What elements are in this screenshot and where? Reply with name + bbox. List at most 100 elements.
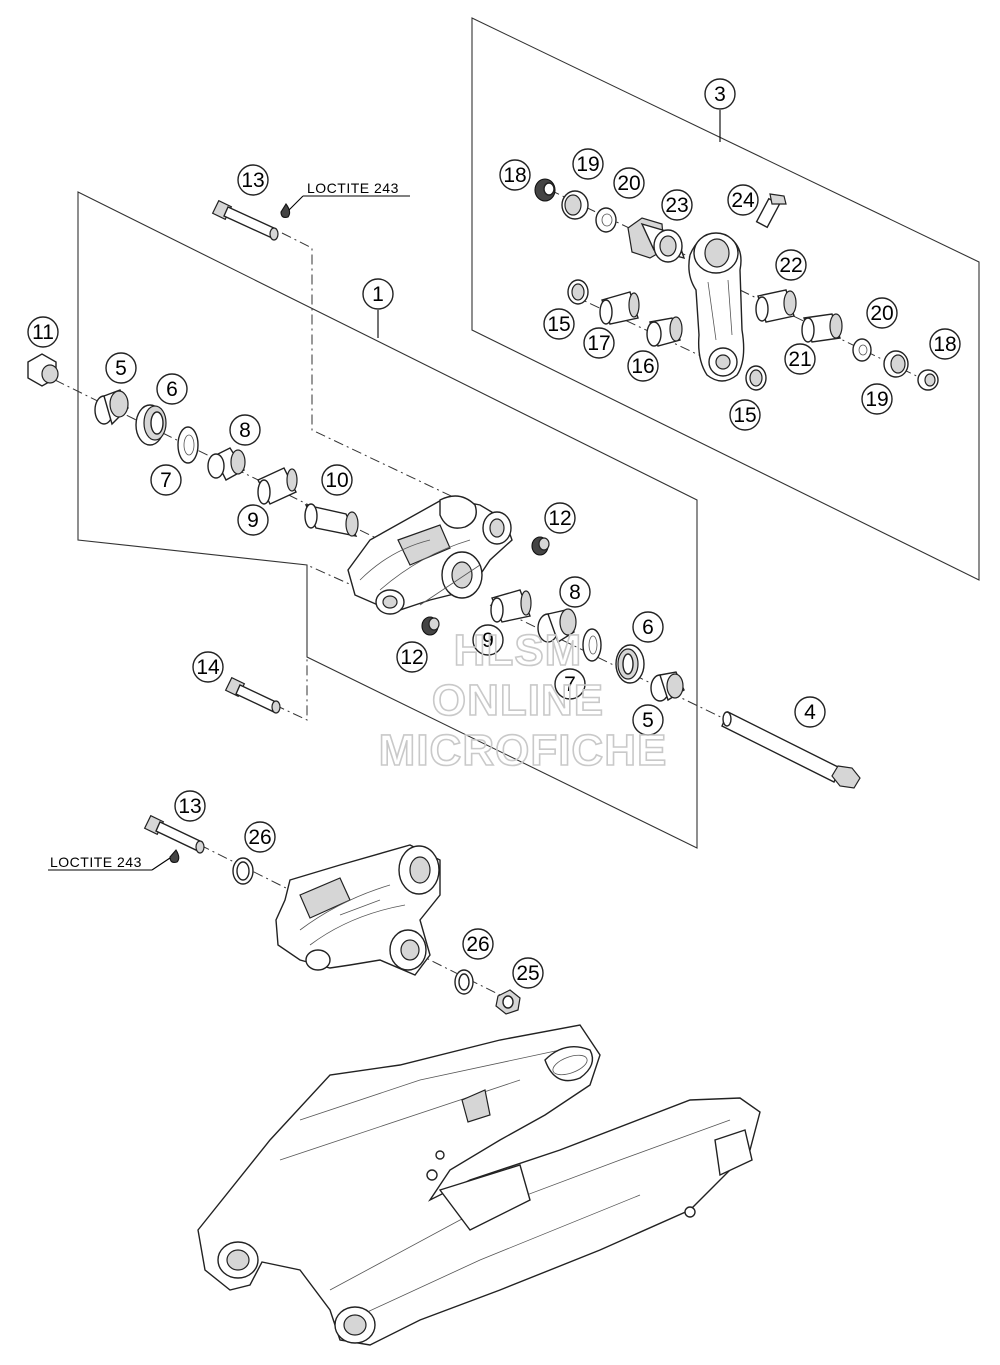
callout-26-right: 26 <box>462 928 494 960</box>
loctite-bottom-leader <box>151 857 171 871</box>
seal-15-upper <box>567 279 589 305</box>
callout-label: 1 <box>372 283 384 306</box>
callout-10: 10 <box>321 464 353 496</box>
callout-21: 21 <box>784 343 816 375</box>
bolt-4 <box>721 711 861 789</box>
callout-label: 26 <box>248 826 271 849</box>
seal-15-lower <box>745 365 767 391</box>
callout-label: 16 <box>631 355 654 378</box>
callout-3: 3 <box>704 78 736 110</box>
callout-label: 10 <box>325 469 348 492</box>
callout-label: 11 <box>32 321 54 344</box>
callout-12-upper: 12 <box>544 502 576 534</box>
callout-4: 4 <box>794 696 826 728</box>
callout-18-left: 18 <box>499 159 531 191</box>
sleeve-10 <box>304 503 359 537</box>
callout-label: 5 <box>642 709 654 732</box>
o-ring-26-right <box>454 969 474 995</box>
callout-label: 21 <box>788 348 811 371</box>
callout-label: 8 <box>239 419 251 442</box>
loctite-drop-bottom <box>169 849 180 863</box>
callout-label: 15 <box>547 313 570 336</box>
callout-label: 7 <box>564 673 576 696</box>
callout-18-right: 18 <box>929 328 961 360</box>
assembled-linkage <box>275 844 441 976</box>
callout-label: 24 <box>731 189 755 212</box>
callout-label: 7 <box>160 469 172 492</box>
callout-label: 13 <box>178 795 201 818</box>
sleeve-21 <box>801 313 843 343</box>
callout-13-bottom: 13 <box>174 790 206 822</box>
callout-label: 18 <box>503 164 526 187</box>
grease-nipple-24 <box>755 193 787 229</box>
callout-11: 11 <box>27 316 59 348</box>
axis-line-rod-bottom <box>571 294 721 366</box>
callout-label: 12 <box>400 646 423 669</box>
seal-6-left <box>135 404 167 446</box>
callout-20-right: 20 <box>866 297 898 329</box>
callout-7-right: 7 <box>554 668 586 700</box>
callout-17: 17 <box>583 327 615 359</box>
cap-12-lower <box>421 616 440 636</box>
callout-label: 17 <box>587 332 610 355</box>
callout-label: 9 <box>247 509 259 532</box>
nut-25 <box>495 989 521 1015</box>
nut-18-right <box>917 369 939 391</box>
callout-label: 6 <box>166 378 178 401</box>
callout-23: 23 <box>661 189 693 221</box>
callout-15-lower: 15 <box>729 399 761 431</box>
callout-20-left: 20 <box>613 167 645 199</box>
bearing-8-right <box>537 608 577 644</box>
o-ring-26-left <box>232 857 254 885</box>
callout-19-right: 19 <box>861 383 893 415</box>
callout-label: 4 <box>804 701 816 724</box>
callout-8-left: 8 <box>229 414 261 446</box>
bolt-14 <box>224 676 281 714</box>
callout-15-upper: 15 <box>543 308 575 340</box>
callout-24: 24 <box>727 184 759 216</box>
callout-label: 15 <box>733 404 756 427</box>
watermark-line-1: HLSM <box>454 626 583 675</box>
cap-12-upper <box>531 536 550 556</box>
seal-19-left <box>561 190 589 220</box>
washer-20-left <box>595 207 617 233</box>
loctite-note-top: LOCTITE 243 <box>307 180 399 196</box>
sleeve-9-right <box>490 589 532 623</box>
sleeve-9-left <box>257 467 298 505</box>
loctite-drop-top <box>280 203 291 218</box>
callout-label: 19 <box>576 153 599 176</box>
callout-label: 19 <box>865 388 888 411</box>
callout-25: 25 <box>512 957 544 989</box>
callout-6-left: 6 <box>156 373 188 405</box>
callout-label: 20 <box>870 302 893 325</box>
washer-7-left <box>177 426 199 464</box>
watermark-line-2: ONLINE <box>432 676 604 725</box>
adjuster-23 <box>627 217 686 263</box>
loctite-top-leader <box>288 195 304 211</box>
callout-label: 13 <box>241 169 264 192</box>
callout-9-left: 9 <box>237 504 269 536</box>
callout-label: 26 <box>466 933 489 956</box>
callout-5-left: 5 <box>105 352 137 384</box>
callout-label: 20 <box>617 172 640 195</box>
callout-22: 22 <box>775 249 807 281</box>
bearing-8-left <box>207 447 246 481</box>
callout-label: 14 <box>196 656 220 679</box>
callout-label: 9 <box>482 629 494 652</box>
sleeve-22 <box>755 289 797 323</box>
linkage-lever <box>347 495 513 615</box>
bolt-13-top <box>211 199 279 241</box>
callout-14: 14 <box>192 651 224 683</box>
swingarm <box>197 1024 761 1346</box>
bolt-13-bottom <box>143 814 205 854</box>
callout-19-left: 19 <box>572 148 604 180</box>
nut-11 <box>27 353 59 387</box>
bushing-5-left <box>94 389 129 426</box>
sleeve-17 <box>599 291 640 325</box>
bearing-16 <box>646 316 683 347</box>
callout-label: 6 <box>642 616 654 639</box>
axis-line-13 <box>281 232 471 506</box>
washer-20-right <box>852 338 872 362</box>
callout-6-right: 6 <box>632 611 664 643</box>
group-frame-1 <box>77 191 698 849</box>
